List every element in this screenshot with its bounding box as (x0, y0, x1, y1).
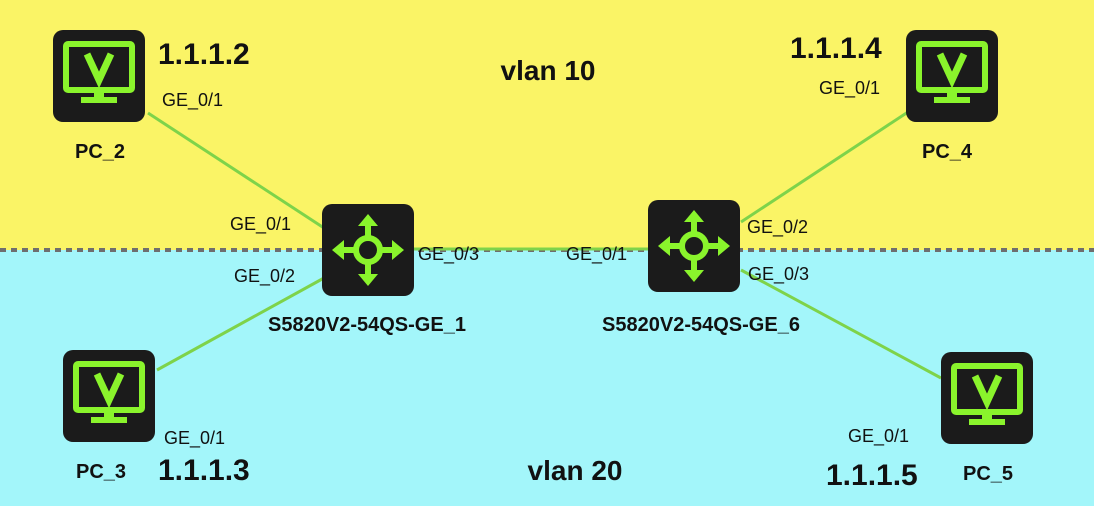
pc2-port-label: GE_0/1 (162, 90, 223, 111)
vlan10-label: vlan 10 (501, 55, 596, 86)
vlan20-label: vlan 20 (528, 455, 623, 486)
switch1-name: S5820V2-54QS-GE_1 (268, 314, 466, 336)
pc5-name: PC_5 (963, 463, 1013, 485)
switch1-device[interactable] (322, 204, 414, 296)
monitor-icon (941, 352, 1033, 444)
pc4-port-label: GE_0/1 (819, 78, 880, 99)
monitor-icon (63, 350, 155, 442)
pc5-device[interactable] (941, 352, 1033, 444)
link-sw6-pc4 (740, 110, 909, 224)
links (147, 110, 942, 380)
link-pc3-sw1 (156, 276, 325, 372)
pc5-ip: 1.1.1.5 (826, 459, 918, 492)
pc4-ip: 1.1.1.4 (790, 32, 882, 65)
pc2-name: PC_2 (75, 141, 125, 163)
switch6-port3-label: GE_0/3 (748, 264, 809, 285)
switch1-port3-label: GE_0/3 (418, 244, 479, 265)
pc2-ip: 1.1.1.2 (158, 38, 250, 71)
pc3-device[interactable] (63, 350, 155, 442)
switch-icon (648, 200, 740, 292)
pc3-port-label: GE_0/1 (164, 428, 225, 449)
switch-icon (322, 204, 414, 296)
pc2-device[interactable] (53, 30, 145, 122)
link-pc2-sw1 (147, 111, 325, 230)
link-sw6-pc5 (740, 268, 942, 380)
switch1-port1-label: GE_0/1 (230, 214, 291, 235)
monitor-icon (906, 30, 998, 122)
pc4-name: PC_4 (922, 141, 973, 163)
pc5-port-label: GE_0/1 (848, 426, 909, 447)
pc4-device[interactable] (906, 30, 998, 122)
switch6-port1-label: GE_0/1 (566, 244, 627, 265)
switch6-port2-label: GE_0/2 (747, 217, 808, 238)
switch6-name: S5820V2-54QS-GE_6 (602, 314, 800, 336)
pc3-ip: 1.1.1.3 (158, 454, 250, 487)
vlan20-zone (0, 250, 1094, 506)
pc3-name: PC_3 (76, 461, 126, 483)
monitor-icon (53, 30, 145, 122)
switch1-port2-label: GE_0/2 (234, 266, 295, 287)
switch6-device[interactable] (648, 200, 740, 292)
